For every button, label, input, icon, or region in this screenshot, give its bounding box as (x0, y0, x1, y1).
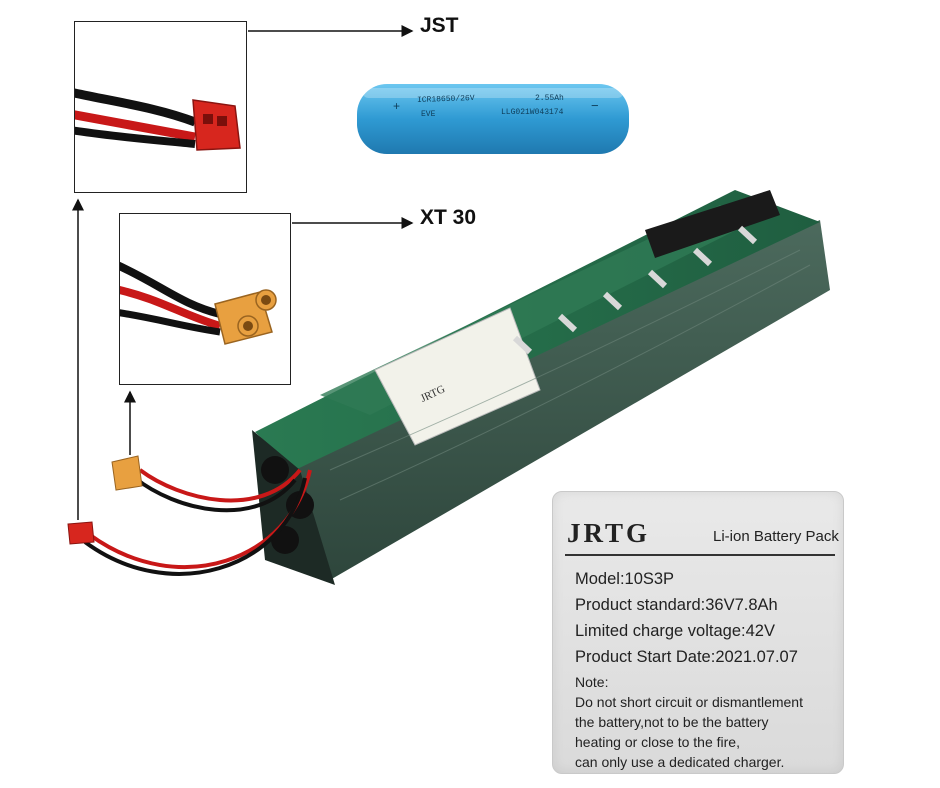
label-note-line1: Do not short circuit or dismantlement (575, 694, 803, 710)
cell-minus-sign: − (591, 98, 599, 113)
label-start-date: Product Start Date:2021.07.07 (575, 648, 798, 666)
label-pack-type: Li-ion Battery Pack (713, 528, 839, 545)
battery-cell-graphic (357, 84, 629, 154)
xt30-connector-photo (120, 261, 277, 345)
jst-inset (74, 21, 247, 193)
cell-capacity-text: 2.55Ah (535, 94, 564, 103)
label-note-line2: the battery,not to be the battery (575, 714, 769, 730)
label-divider (565, 554, 835, 556)
label-charge-voltage: Limited charge voltage:42V (575, 622, 775, 640)
label-note-line3: heating or close to the fire, (575, 734, 740, 750)
label-note-title: Note: (575, 674, 609, 690)
battery-cell: + ICR18650/26V 2.55Ah EVE LLG021W043174 … (355, 80, 631, 158)
label-note-line4: can only use a dedicated charger. (575, 754, 785, 770)
jst-connector-photo (75, 88, 241, 151)
xt30-callout-label: XT 30 (420, 206, 477, 229)
label-model: Model:10S3P (575, 570, 675, 588)
jst-callout-label: JST (420, 14, 459, 37)
product-label-card: JRTG Li-ion Battery Pack Model:10S3P Pro… (552, 491, 844, 774)
xt30-inset (119, 213, 291, 385)
cell-plus-sign: + (393, 99, 401, 113)
cell-brand-text: EVE (421, 110, 436, 119)
label-brand: JRTG (567, 518, 651, 548)
cell-code-text: LLG021W043174 (501, 108, 564, 117)
label-standard: Product standard:36V7.8Ah (575, 596, 778, 614)
